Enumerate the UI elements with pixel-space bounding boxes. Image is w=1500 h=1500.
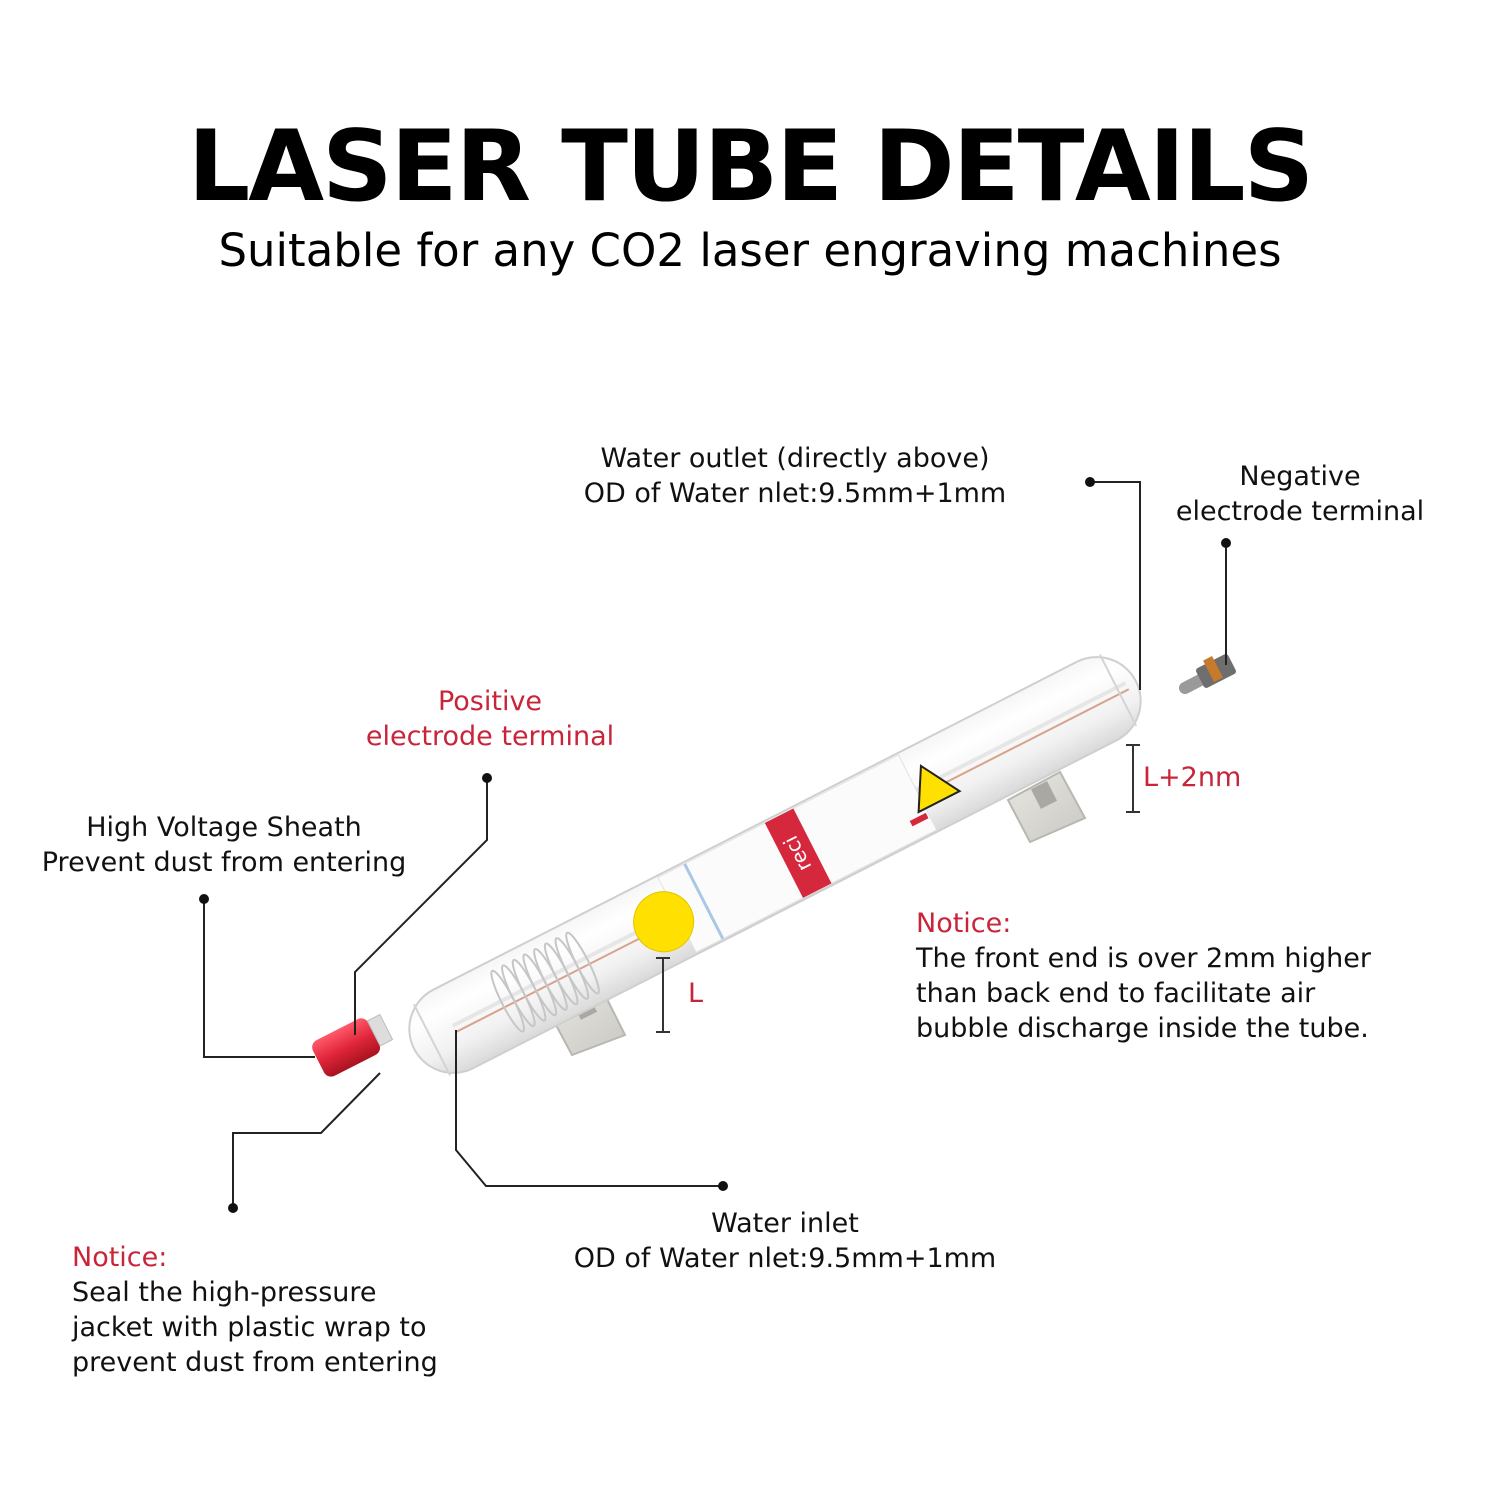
positive-terminal-leader — [354, 778, 488, 1035]
negative-terminal-dot — [1221, 538, 1231, 548]
warning-sticker — [633, 891, 695, 953]
seal-notice-leader — [232, 1072, 381, 1208]
seal-notice-dot — [228, 1203, 238, 1213]
laser-tube: reci — [408, 654, 1142, 1076]
hv-sheath-leader — [203, 899, 315, 1058]
rear-mount-bracket — [1006, 770, 1087, 844]
front-height-marker — [656, 957, 670, 1033]
water-outlet-leader — [1090, 481, 1141, 690]
seal-notice: Notice: Seal the high-pressure jacket wi… — [72, 1242, 438, 1378]
brand-label — [764, 808, 832, 898]
rear-height-marker — [1126, 744, 1140, 813]
negative-terminal-label: Negative electrode terminal — [1175, 461, 1425, 527]
front-end-notice: Notice: The front end is over 2mm higher… — [916, 908, 1371, 1044]
water-outlet-label: Water outlet (directly above) OD of Wate… — [583, 443, 1007, 509]
rear-height-label: L+2nm — [1143, 762, 1242, 793]
water-inlet-leader — [455, 1030, 723, 1187]
positive-terminal-label: Positive electrode terminal — [365, 686, 615, 752]
page-title: LASER TUBE DETAILS — [187, 110, 1314, 224]
laser-warning-icon — [917, 764, 962, 814]
positive-electrode-cap — [312, 1013, 394, 1077]
positive-terminal-dot — [482, 773, 492, 783]
seal-notice-heading: Notice: — [72, 1242, 168, 1273]
page-subtitle: Suitable for any CO2 laser engraving mac… — [218, 224, 1282, 277]
negative-electrode-stem — [1179, 654, 1236, 694]
front-end-notice-heading: Notice: — [916, 908, 1012, 939]
hv-sheath-dot — [199, 894, 209, 904]
front-height-label: L — [688, 978, 704, 1009]
water-inlet-label: Water inlet OD of Water nlet:9.5mm+1mm — [573, 1208, 997, 1274]
water-outlet-dot — [1085, 477, 1095, 487]
hv-sheath-label: High Voltage Sheath Prevent dust from en… — [41, 812, 407, 878]
cooling-coil — [490, 931, 600, 1033]
water-inlet-dot — [718, 1181, 728, 1191]
